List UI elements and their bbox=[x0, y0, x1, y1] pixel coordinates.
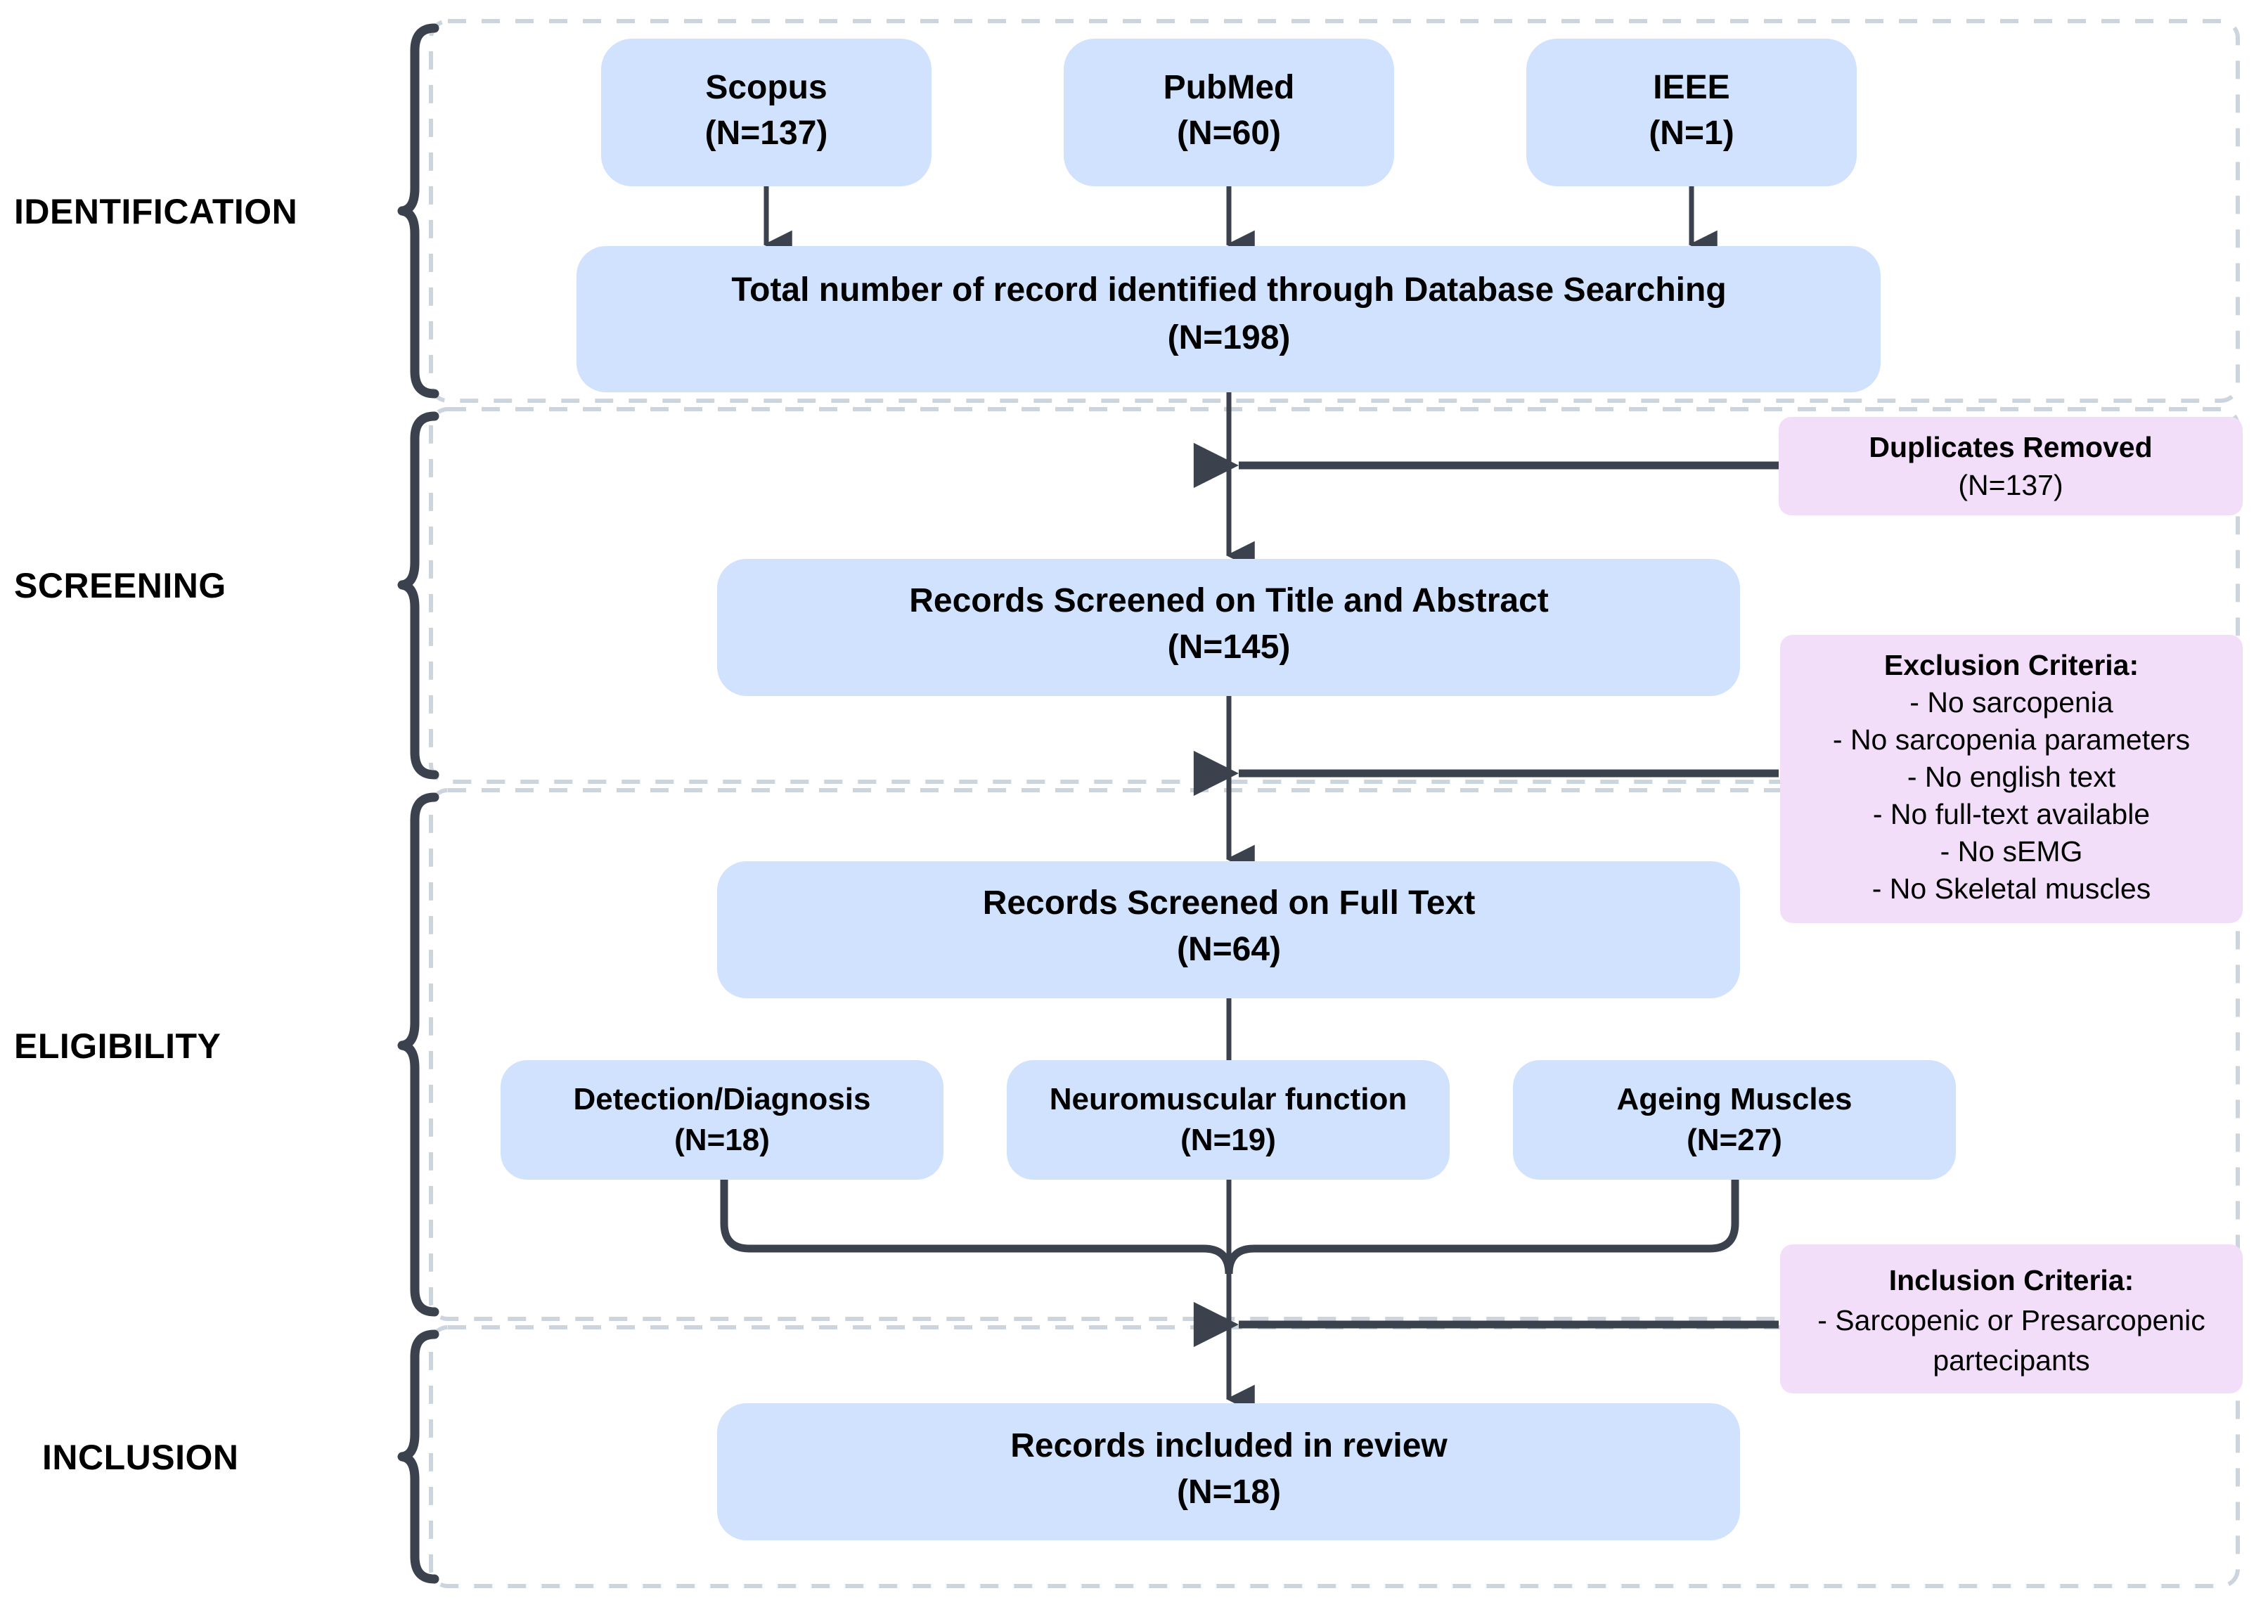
stage-label-screening: SCREENING bbox=[14, 566, 226, 605]
node-source-pubmed[interactable]: PubMed (N=60) bbox=[1064, 39, 1394, 186]
note-exclusion-criteria-line-2: - No sarcopenia parameters bbox=[1833, 723, 2190, 756]
node-records-included-line1: Records included in review bbox=[1010, 1427, 1448, 1464]
brace-inclusion bbox=[397, 1329, 439, 1584]
connector-merge-right bbox=[1225, 1180, 1739, 1275]
stage-label-inclusion: INCLUSION bbox=[42, 1438, 239, 1477]
node-total-records[interactable]: Total number of record identified throug… bbox=[576, 246, 1881, 392]
stage-label-identification: IDENTIFICATION bbox=[14, 192, 297, 231]
note-duplicates-removed[interactable]: Duplicates Removed (N=137) bbox=[1779, 417, 2243, 515]
note-duplicates-removed-shape bbox=[1779, 417, 2243, 515]
note-exclusion-criteria-line-6: - No Skeletal muscles bbox=[1872, 872, 2151, 905]
node-category-neuromuscular-function-shape bbox=[1007, 1060, 1450, 1180]
node-records-included-line2: (N=18) bbox=[1177, 1474, 1281, 1511]
node-category-neuromuscular-function-count: (N=19) bbox=[1180, 1123, 1276, 1157]
node-total-records-line1: Total number of record identified throug… bbox=[731, 271, 1726, 309]
note-exclusion-criteria-line-4: - No full-text available bbox=[1873, 798, 2150, 830]
note-duplicates-removed-title: Duplicates Removed bbox=[1869, 431, 2152, 463]
node-screened-full-text-shape bbox=[717, 861, 1740, 998]
node-source-pubmed-name: PubMed bbox=[1164, 69, 1295, 106]
note-inclusion-criteria-shape bbox=[1780, 1244, 2243, 1393]
node-source-scopus-name: Scopus bbox=[705, 69, 827, 106]
node-source-ieee[interactable]: IEEE (N=1) bbox=[1526, 39, 1857, 186]
node-screened-title-abstract[interactable]: Records Screened on Title and Abstract (… bbox=[717, 559, 1740, 696]
node-source-scopus-count: (N=137) bbox=[705, 115, 828, 152]
node-screened-title-abstract-line1: Records Screened on Title and Abstract bbox=[909, 582, 1549, 619]
node-source-scopus-shape bbox=[601, 39, 932, 186]
brace-screening bbox=[397, 411, 439, 780]
node-category-ageing-muscles-shape bbox=[1513, 1060, 1956, 1180]
note-inclusion-criteria-line-1: - Sarcopenic or Presarcopenic bbox=[1817, 1304, 2205, 1336]
stage-label-eligibility: ELIGIBILITY bbox=[14, 1026, 221, 1066]
node-category-neuromuscular-function[interactable]: Neuromuscular function (N=19) bbox=[1007, 1060, 1450, 1180]
node-source-ieee-count: (N=1) bbox=[1649, 115, 1734, 152]
node-category-neuromuscular-function-name: Neuromuscular function bbox=[1050, 1082, 1407, 1116]
zone-screening bbox=[429, 407, 2240, 784]
note-exclusion-criteria-title: Exclusion Criteria: bbox=[1884, 649, 2139, 681]
node-source-ieee-shape bbox=[1526, 39, 1857, 186]
node-source-scopus[interactable]: Scopus (N=137) bbox=[601, 39, 932, 186]
zone-identification bbox=[429, 19, 2240, 403]
note-inclusion-criteria-line-2: partecipants bbox=[1933, 1344, 2089, 1377]
node-category-detection-diagnosis-name: Detection/Diagnosis bbox=[574, 1082, 871, 1116]
note-inclusion-criteria[interactable]: Inclusion Criteria: - Sarcopenic or Pres… bbox=[1780, 1244, 2243, 1393]
note-exclusion-criteria[interactable]: Exclusion Criteria: - No sarcopenia - No… bbox=[1780, 635, 2243, 923]
node-source-ieee-name: IEEE bbox=[1653, 69, 1729, 106]
note-duplicates-removed-count: (N=137) bbox=[1958, 469, 2063, 501]
note-exclusion-criteria-line-5: - No sEMG bbox=[1940, 835, 2083, 868]
node-records-included[interactable]: Records included in review (N=18) bbox=[717, 1403, 1740, 1540]
node-total-records-shape bbox=[576, 246, 1881, 392]
node-screened-full-text-line2: (N=64) bbox=[1177, 931, 1281, 968]
note-exclusion-criteria-line-3: - No english text bbox=[1907, 761, 2116, 793]
node-source-pubmed-count: (N=60) bbox=[1177, 115, 1281, 152]
brace-identification bbox=[397, 23, 439, 399]
node-screened-title-abstract-line2: (N=145) bbox=[1168, 629, 1291, 666]
node-source-pubmed-shape bbox=[1064, 39, 1394, 186]
brace-eligibility bbox=[397, 792, 439, 1317]
node-category-detection-diagnosis[interactable]: Detection/Diagnosis (N=18) bbox=[501, 1060, 943, 1180]
node-screened-title-abstract-shape bbox=[717, 559, 1740, 696]
zone-eligibility bbox=[429, 788, 2240, 1321]
node-screened-full-text[interactable]: Records Screened on Full Text (N=64) bbox=[717, 861, 1740, 998]
node-total-records-line2: (N=198) bbox=[1168, 319, 1291, 356]
node-screened-full-text-line1: Records Screened on Full Text bbox=[983, 884, 1476, 922]
note-exclusion-criteria-line-1: - No sarcopenia bbox=[1909, 686, 2113, 718]
node-category-ageing-muscles-count: (N=27) bbox=[1687, 1123, 1782, 1157]
note-exclusion-criteria-shape bbox=[1780, 635, 2243, 923]
note-inclusion-criteria-title: Inclusion Criteria: bbox=[1889, 1264, 2134, 1296]
node-category-detection-diagnosis-count: (N=18) bbox=[674, 1123, 770, 1157]
node-category-ageing-muscles-name: Ageing Muscles bbox=[1617, 1082, 1853, 1116]
node-category-ageing-muscles[interactable]: Ageing Muscles (N=27) bbox=[1513, 1060, 1956, 1180]
connector-merge-left bbox=[720, 1180, 1233, 1275]
node-category-detection-diagnosis-shape bbox=[501, 1060, 943, 1180]
node-records-included-shape bbox=[717, 1403, 1740, 1540]
